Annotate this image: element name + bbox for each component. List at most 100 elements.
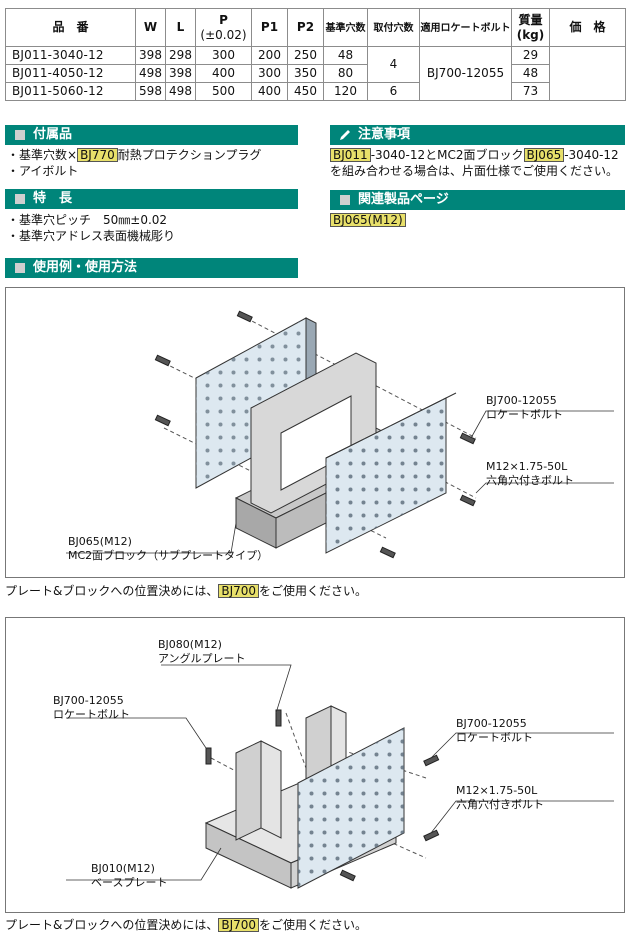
fig1-bolt-callout: BJ700-12055 ロケートボルト xyxy=(486,394,563,422)
accessories-line-2: ・アイボルト xyxy=(7,164,79,178)
col-header-part-no: 品 番 xyxy=(5,8,136,47)
fig1-bolt-name: ロケートボルト xyxy=(486,408,563,421)
cell-ref-holes: 48 xyxy=(323,46,368,65)
cell-l: 498 xyxy=(165,82,196,101)
section-header-related: 関連製品ページ xyxy=(330,190,625,210)
fig2-angle-code: BJ080(M12) xyxy=(158,638,222,651)
bolt-icons xyxy=(154,310,476,559)
figure-1-panel: BJ700-12055 ロケートボルト M12×1.75-50L 六角穴付きボル… xyxy=(5,287,625,578)
fig1-block-callout: BJ065(M12) MC2面ブロック（サブプレートタイプ） xyxy=(68,535,268,563)
angle-plates xyxy=(235,705,347,841)
notes-line-1-middle: -3040-12とMC2面ブロック xyxy=(370,148,524,162)
fig1-caption-suffix: をご使用ください。 xyxy=(259,584,368,598)
col-header-p2: P2 xyxy=(287,8,324,47)
fig2-base-name: ベースプレート xyxy=(91,876,168,889)
cell-l: 298 xyxy=(165,46,196,65)
fig2-bolt-right-name: ロケートボルト xyxy=(456,731,533,744)
fig2-bolt-left-code: BJ700-12055 xyxy=(53,694,124,707)
link-bj011[interactable]: BJ011 xyxy=(330,148,371,162)
fig1-screw-name: 六角穴付きボルト xyxy=(486,474,574,487)
link-bj700[interactable]: BJ700 xyxy=(218,584,260,598)
col-header-mass-unit: (kg) xyxy=(516,27,545,42)
section-title-features: 特 長 xyxy=(33,191,73,206)
fig2-angle-name: アングルプレート xyxy=(158,652,246,665)
col-header-mount-holes: 取付穴数 xyxy=(367,8,420,47)
right-plate xyxy=(325,392,457,554)
fig2-base-code: BJ010(M12) xyxy=(91,862,155,875)
cell-p2: 250 xyxy=(287,46,324,65)
fig2-bolt-left-name: ロケートボルト xyxy=(53,708,130,721)
fig2-caption-prefix: プレート&ブロックへの位置決めには、 xyxy=(5,918,219,932)
cell-price xyxy=(549,46,626,101)
col-header-p: P(±0.02) xyxy=(195,8,252,47)
cell-part-no: BJ011-4050-12 xyxy=(5,64,136,83)
cell-p1: 200 xyxy=(251,46,288,65)
section-header-usage: 使用例・使用方法 xyxy=(5,258,298,278)
cell-mount-holes: 4 xyxy=(367,46,420,83)
col-header-mass-label: 質量 xyxy=(518,12,543,27)
cell-w: 598 xyxy=(135,82,166,101)
front-plate xyxy=(297,727,405,889)
fig1-screw-code: M12×1.75-50L xyxy=(486,460,568,473)
table-row: BJ011-3040-12 398 298 300 200 250 48 4 B… xyxy=(5,46,626,101)
features-line-1: ・基準穴ピッチ 50㎜±0.02 xyxy=(7,213,168,227)
col-header-bolt: 適用ロケートボルト xyxy=(419,8,512,47)
features-line-2: ・基準穴アドレス表面機械彫り xyxy=(7,229,176,243)
cell-w: 398 xyxy=(135,46,166,65)
table-header-row: 品 番 W L P(±0.02) P1 P2 基準穴数 取付穴数 適用ロケートボ… xyxy=(5,8,626,47)
col-header-w: W xyxy=(135,8,166,47)
cell-l: 398 xyxy=(165,64,196,83)
cell-part-no: BJ011-3040-12 xyxy=(5,46,136,65)
fig1-block-code: BJ065(M12) xyxy=(68,535,132,548)
cell-p: 500 xyxy=(195,82,252,101)
col-header-p1: P1 xyxy=(251,8,288,47)
col-header-mount-holes-label: 取付穴数 xyxy=(373,22,414,34)
fig2-bolt-left-callout: BJ700-12055 ロケートボルト xyxy=(53,694,130,722)
related-links: BJ065(M12) xyxy=(330,213,406,228)
link-bj700[interactable]: BJ700 xyxy=(218,918,260,932)
cell-bolt: BJ700-12055 xyxy=(419,46,512,101)
table-row: BJ011-4050-12 498 398 400 300 350 80 48 xyxy=(5,64,626,83)
fig2-base-callout: BJ010(M12) ベースプレート xyxy=(91,862,167,890)
table-row: BJ011-5060-12 598 498 500 400 450 120 6 … xyxy=(5,82,626,101)
cell-ref-holes: 120 xyxy=(323,82,368,101)
accessories-line-1-suffix: 耐熱プロテクションプラグ xyxy=(117,148,262,162)
fig2-caption-suffix: をご使用ください。 xyxy=(259,918,368,932)
accessories-line-1-prefix: ・基準穴数× xyxy=(7,148,78,162)
cell-p1: 400 xyxy=(251,82,288,101)
cell-ref-holes: 80 xyxy=(323,64,368,83)
link-bj065[interactable]: BJ065 xyxy=(523,148,565,162)
section-title-accessories: 付属品 xyxy=(33,127,73,142)
col-header-ref-holes: 基準穴数 xyxy=(323,8,368,47)
section-title-usage: 使用例・使用方法 xyxy=(33,260,138,275)
section-header-accessories: 付属品 xyxy=(5,125,298,145)
figure-2-illustration xyxy=(66,664,614,889)
section-title-related: 関連製品ページ xyxy=(358,192,449,207)
figure-1-illustration xyxy=(66,310,614,559)
fig2-angle-callout: BJ080(M12) アングルプレート xyxy=(158,638,246,666)
link-bj770[interactable]: BJ770 xyxy=(77,148,118,162)
fig1-caption-prefix: プレート&ブロックへの位置決めには、 xyxy=(5,584,219,598)
col-header-bolt-label: 適用ロケートボルト xyxy=(420,22,511,34)
fig2-bolt-right-code: BJ700-12055 xyxy=(456,717,527,730)
cell-p: 400 xyxy=(195,64,252,83)
cell-part-no: BJ011-5060-12 xyxy=(5,82,136,101)
cell-mass: 29 xyxy=(511,46,550,65)
cell-w: 498 xyxy=(135,64,166,83)
col-header-p-tolerance: (±0.02) xyxy=(200,27,247,42)
col-header-l: L xyxy=(165,8,196,47)
fig1-block-name: MC2面ブロック（サブプレートタイプ） xyxy=(68,549,269,562)
link-bj065-m12[interactable]: BJ065(M12) xyxy=(330,213,406,227)
fig2-screw-callout: M12×1.75-50L 六角穴付きボルト xyxy=(456,784,544,812)
cell-p1: 300 xyxy=(251,64,288,83)
fig2-screw-code: M12×1.75-50L xyxy=(456,784,538,797)
fig2-screw-name: 六角穴付きボルト xyxy=(456,798,544,811)
spec-table: 品 番 W L P(±0.02) P1 P2 基準穴数 取付穴数 適用ロケートボ… xyxy=(5,8,626,101)
cell-mount-holes: 6 xyxy=(367,82,420,101)
fig2-bolt-right-callout: BJ700-12055 ロケートボルト xyxy=(456,717,533,745)
section-header-features: 特 長 xyxy=(5,189,298,209)
